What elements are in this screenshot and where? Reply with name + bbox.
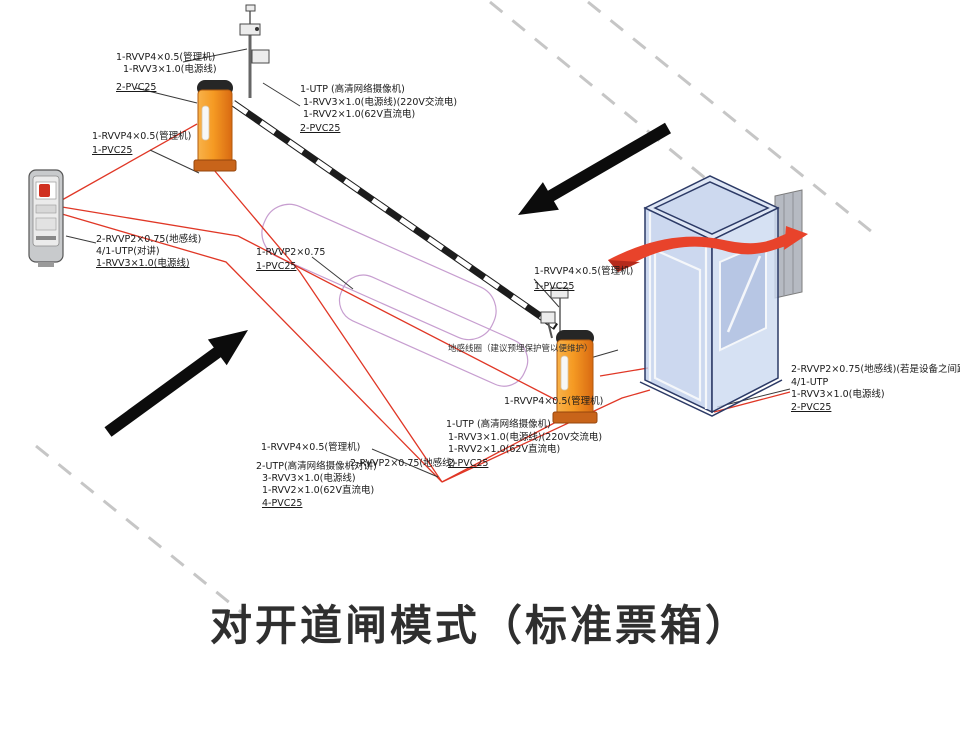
booth-ribbon-arrow — [608, 226, 808, 272]
cable-label: 4/1-UTP(对讲) — [96, 246, 160, 257]
cable-label: 1-RVVP4×0.5(管理机) — [504, 396, 604, 407]
diagram-title: 对开道闸模式（标准票箱） — [209, 601, 750, 650]
cable-label: 4-PVC25 — [262, 498, 303, 509]
barrier-arm — [231, 100, 558, 339]
cable-label: 1-PVC25 — [534, 281, 575, 292]
cable-label: 2-RVVP2×0.75(地感线) — [350, 458, 456, 469]
cable-label: 2-UTP(高清网络摄像机对讲) — [256, 461, 377, 472]
ticket-dispenser — [28, 169, 64, 267]
direction-arrow-inbound — [518, 122, 671, 215]
stop-sign-icon — [39, 184, 50, 197]
camera-icon — [550, 287, 569, 299]
cable-label: 2-PVC25 — [300, 123, 341, 134]
cable-label: 1-UTP (高清网络摄像机) — [446, 419, 551, 430]
direction-arrows — [104, 122, 671, 437]
cable-label: 2-RVVP2×0.75(地感线) — [96, 234, 202, 245]
cable-label: 1-RVV3×1.0(电源线) — [123, 64, 217, 75]
cable-label: 3-RVV3×1.0(电源线) — [262, 473, 356, 484]
card-slot-icon — [36, 236, 56, 240]
cable-label: 1-PVC25 — [92, 145, 133, 156]
cable-label: 1-RVV2×1.0(62V直流电) — [448, 444, 561, 455]
barrier-gate-right — [552, 330, 598, 424]
cable-label: 1-RVV3×1.0(电源线)(220V交流电) — [448, 432, 603, 443]
led-display-icon — [251, 49, 270, 64]
camera-icon — [239, 23, 261, 36]
direction-arrow-outbound — [104, 330, 248, 437]
barrier-gate-left — [193, 80, 237, 172]
cable-label: 2-PVC25 — [791, 402, 832, 413]
cable-label: 1-RVV3×1.0(电源线) — [791, 389, 885, 400]
cable-label: 地感线圈（建议预埋保护管以便维护） — [448, 344, 593, 354]
led-display-icon — [540, 311, 556, 324]
camera-pole-left — [239, 4, 270, 98]
road-dashed-lines — [35, 0, 873, 618]
cable-label: 1-RVV3×1.0(电源线)(220V交流电) — [303, 97, 458, 108]
island-outlines — [261, 203, 529, 387]
cable-label: 4/1-UTP — [791, 377, 829, 388]
cable-label: 1-PVC25 — [256, 261, 297, 272]
cable-label: 1-RVVP4×0.5(管理机) — [92, 131, 192, 142]
cable-label: 2-PVC25 — [116, 82, 157, 93]
cable-label: 1-RVV3×1.0(电源线) — [96, 258, 190, 269]
ticket-booth — [639, 175, 783, 417]
antenna-icon — [245, 4, 256, 12]
camera-pole-right — [540, 287, 569, 338]
wiring-lines — [61, 123, 791, 483]
ribbon-arrowhead-icon — [784, 226, 808, 250]
cable-label: 1-RVV2×1.0(62V直流电) — [303, 109, 416, 120]
cable-label: 1-RVVP4×0.5(管理机) — [261, 442, 361, 453]
cable-label: 1-UTP (高清网络摄像机) — [300, 84, 405, 95]
cable-label: 1-RVVP4×0.5(管理机) — [116, 52, 216, 63]
cable-label: 2-RVVP2×0.75(地感线)(若是设备之间距离较远的) — [791, 364, 960, 375]
cable-label: 1-RVVP4×0.5(管理机) — [534, 266, 634, 277]
cable-label: 1-RVVP2×0.75 — [256, 247, 326, 258]
cable-label: 2-PVC25 — [448, 458, 489, 469]
cable-label: 1-RVV2×1.0(62V直流电) — [262, 485, 375, 496]
